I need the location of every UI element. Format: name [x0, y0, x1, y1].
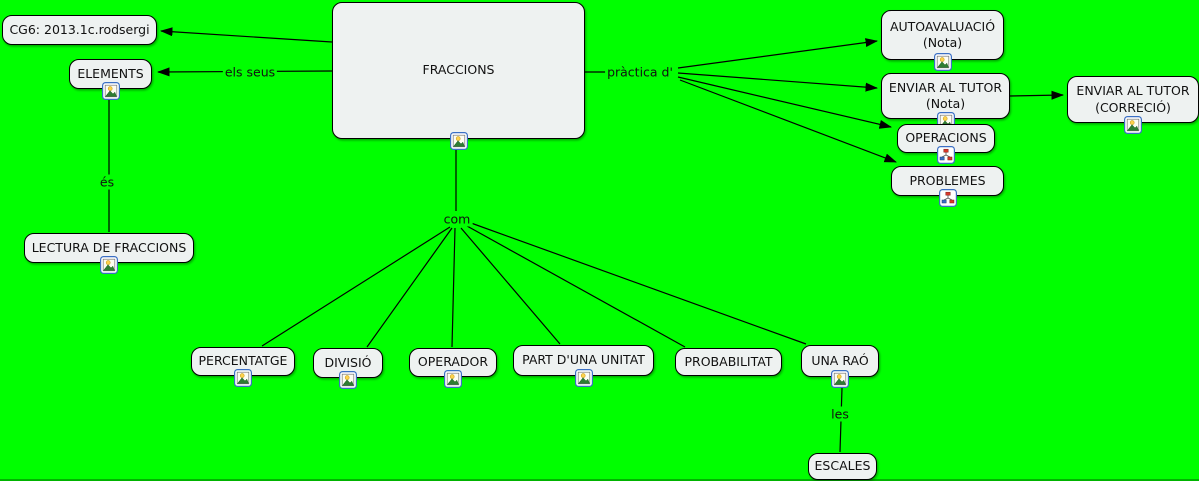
image-resource-icon[interactable]	[933, 53, 952, 71]
concept-node-part-duna-unitat[interactable]: PART D'UNA UNITAT	[513, 345, 654, 387]
concept-node-operacions[interactable]: OPERACIONS	[897, 124, 995, 164]
image-resource-icon[interactable]	[234, 369, 252, 387]
node-label: AUTOAVALUACIÓ	[889, 18, 996, 34]
concept-map-resource-icon[interactable]	[937, 146, 955, 164]
canvas-bottom-edge	[0, 479, 1199, 481]
line-com-una-rao	[470, 222, 807, 345]
concept-node-probabilitat[interactable]: PROBABILITAT	[675, 348, 782, 376]
line-com-part-unitat	[460, 227, 561, 345]
node-sublabel: (Nota)	[922, 35, 963, 50]
node-label: OPERADOR	[417, 354, 489, 370]
concept-node-una-rao[interactable]: UNA RAÓ	[801, 345, 879, 388]
link-label-es[interactable]: és	[97, 174, 117, 190]
concept-node-cg6[interactable]: CG6: 2013.1c.rodsergi	[2, 15, 157, 45]
link-label-les[interactable]: les	[829, 406, 851, 422]
line-practica-autoavaluacio	[677, 38, 878, 69]
image-resource-icon[interactable]	[574, 369, 593, 387]
node-label: UNA RAÓ	[811, 352, 869, 368]
concept-node-operador[interactable]: OPERADOR	[409, 348, 497, 388]
line-com-divisio	[366, 227, 453, 348]
node-label: OPERACIONS	[905, 130, 987, 146]
concept-node-escales[interactable]: ESCALES	[808, 453, 877, 480]
node-label: DIVISIÓ	[324, 354, 372, 370]
node-label: PART D'UNA UNITAT	[522, 352, 645, 368]
concept-map-resource-icon[interactable]	[938, 189, 957, 207]
line-com-percentatge	[261, 226, 451, 347]
concept-node-elements[interactable]: ELEMENTS	[69, 59, 152, 100]
link-label-com[interactable]: com	[441, 211, 473, 227]
concept-node-enviar-tutor-correcio[interactable]: ENVIAR AL TUTOR (CORRECIÓ)	[1067, 76, 1199, 134]
line-practica-problemes	[679, 79, 897, 163]
node-sublabel: (Nota)	[925, 96, 966, 111]
image-resource-icon[interactable]	[831, 370, 849, 388]
image-resource-icon[interactable]	[449, 132, 468, 150]
node-label: PERCENTATGE	[198, 353, 288, 369]
node-label: LECTURA DE FRACCIONS	[31, 239, 187, 255]
node-label: FRACCIONS	[422, 62, 495, 78]
node-sublabel: (CORRECIÓ)	[1095, 99, 1171, 115]
node-label: ENVIAR AL TUTOR	[888, 79, 1003, 95]
node-label: PROBABILITAT	[684, 353, 773, 369]
line-practica-operacions	[677, 76, 892, 129]
node-label: PROBLEMES	[909, 172, 986, 188]
node-label: ELEMENTS	[77, 65, 144, 81]
concept-node-fraccions[interactable]: FRACCIONS	[332, 2, 585, 150]
concept-node-lectura-de-fraccions[interactable]: LECTURA DE FRACCIONS	[24, 233, 194, 274]
line-fraccions-cg6	[160, 27, 333, 43]
image-resource-icon[interactable]	[100, 256, 118, 274]
node-label: ESCALES	[814, 458, 871, 474]
line-com-operador	[451, 227, 456, 348]
concept-node-autoavaluacio[interactable]: AUTOAVALUACIÓ (Nota)	[881, 10, 1004, 71]
link-label-practica-d[interactable]: pràctica d'	[605, 64, 675, 80]
concept-node-problemes[interactable]: PROBLEMES	[891, 166, 1004, 207]
concept-node-enviar-tutor-nota[interactable]: ENVIAR AL TUTOR (Nota)	[881, 73, 1010, 130]
image-resource-icon[interactable]	[1124, 116, 1142, 134]
line-practica-enviar-nota	[677, 72, 878, 92]
line-enviar-nota-correcio	[1008, 90, 1064, 100]
concept-node-percentatge[interactable]: PERCENTATGE	[191, 347, 295, 387]
node-label: ENVIAR AL TUTOR	[1076, 83, 1190, 98]
image-resource-icon[interactable]	[101, 82, 120, 100]
link-label-els-seus[interactable]: els seus	[222, 64, 278, 80]
image-resource-icon[interactable]	[444, 370, 462, 388]
line-com-probabilitat	[466, 225, 686, 348]
image-resource-icon[interactable]	[339, 371, 357, 389]
node-label: CG6: 2013.1c.rodsergi	[9, 21, 150, 37]
concept-node-divisio[interactable]: DIVISIÓ	[313, 348, 383, 389]
